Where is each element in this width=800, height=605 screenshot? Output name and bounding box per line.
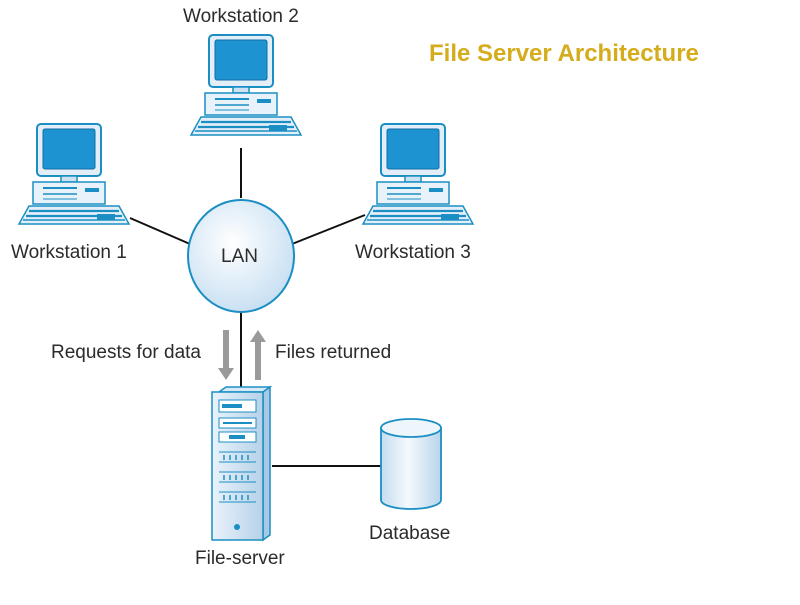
workstation-2-icon: [189, 33, 303, 137]
request-arrow: [218, 330, 234, 380]
workstation-1-icon: [17, 122, 131, 226]
request-label: Requests for data: [51, 342, 201, 363]
workstation-3-icon: [361, 122, 475, 226]
database-label: Database: [369, 523, 451, 544]
workstation-2-label: Workstation 2: [183, 6, 299, 27]
link-ws1-lan: [129, 217, 191, 245]
workstation-3-label: Workstation 3: [355, 242, 471, 263]
file-server-icon: [211, 385, 273, 542]
diagram-title: File Server Architecture: [429, 40, 699, 67]
connection-lines: [129, 148, 383, 467]
return-label: Files returned: [275, 342, 392, 363]
lan-hub: [187, 199, 295, 313]
lan-label: LAN: [221, 246, 258, 267]
link-ws3-lan: [291, 214, 366, 245]
file-server-label: File-server: [195, 548, 285, 569]
database-icon: [380, 418, 442, 510]
return-arrow: [250, 330, 266, 380]
workstation-1-label: Workstation 1: [11, 242, 127, 263]
